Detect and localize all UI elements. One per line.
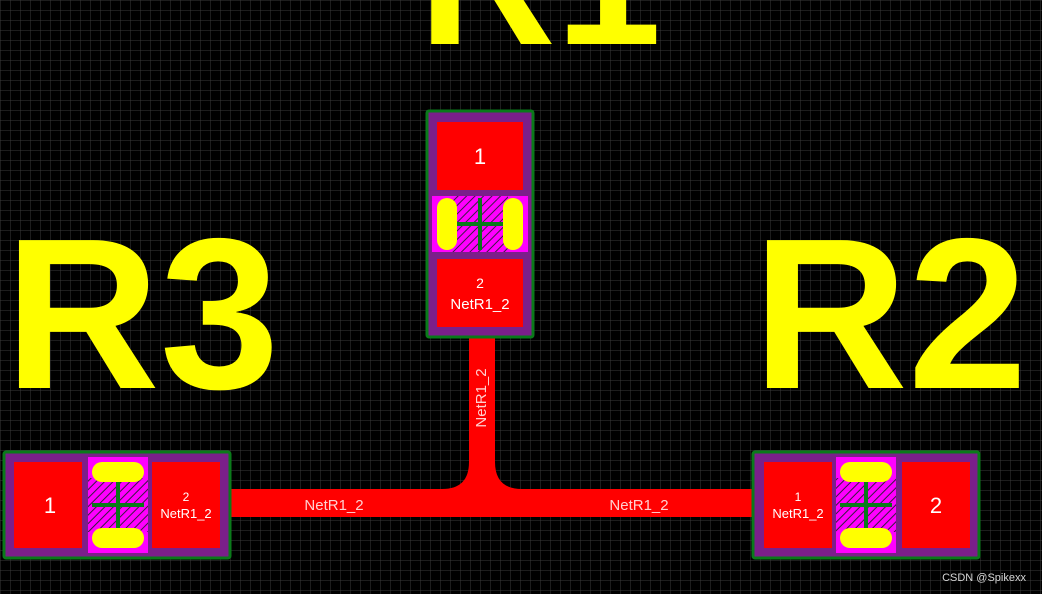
trace-horizontal[interactable]	[200, 489, 790, 517]
r3-pad-2[interactable]	[152, 462, 220, 548]
trace-vertical[interactable]	[469, 330, 495, 500]
r3-designator[interactable]: R3	[5, 193, 280, 434]
trace-left-label: NetR1_2	[304, 497, 363, 514]
r2-pad-1-number: 1	[795, 490, 802, 504]
r2-pad-1-net: NetR1_2	[772, 506, 823, 521]
r3-pad-2-net: NetR1_2	[160, 506, 211, 521]
component-r1[interactable]	[425, 109, 535, 339]
r2-silk-bottom	[840, 528, 892, 548]
trace-vertical-label: NetR1_2	[473, 368, 490, 427]
r1-pad-2-net: NetR1_2	[450, 296, 509, 313]
trace-corner-left	[442, 462, 469, 489]
r3-pad-1-number: 1	[44, 493, 56, 518]
r3-silk-bottom	[92, 528, 144, 548]
r2-designator[interactable]: R2	[753, 193, 1028, 434]
r1-pad-1-number: 1	[474, 144, 486, 169]
r3-silk-top	[92, 462, 144, 482]
r2-silk-top	[840, 462, 892, 482]
component-r3[interactable]	[2, 450, 232, 560]
r1-designator[interactable]: R1	[419, 0, 662, 85]
r2-pad-1[interactable]	[764, 462, 832, 548]
r2-pad-2[interactable]	[902, 462, 970, 548]
r1-silk-right	[503, 198, 523, 250]
r3-pad-2-number: 2	[183, 490, 190, 504]
r1-pad-2[interactable]	[437, 259, 523, 327]
r2-pad-2-number: 2	[930, 493, 942, 518]
trace-corner-right	[495, 462, 522, 489]
r3-pad-1[interactable]	[14, 462, 82, 548]
watermark: CSDN @Spikexx	[942, 572, 1026, 584]
component-r2[interactable]	[751, 450, 981, 560]
r1-pad-1[interactable]	[437, 122, 523, 190]
trace-right-label: NetR1_2	[609, 497, 668, 514]
r1-pad-2-number: 2	[476, 275, 484, 291]
r1-silk-left	[437, 198, 457, 250]
